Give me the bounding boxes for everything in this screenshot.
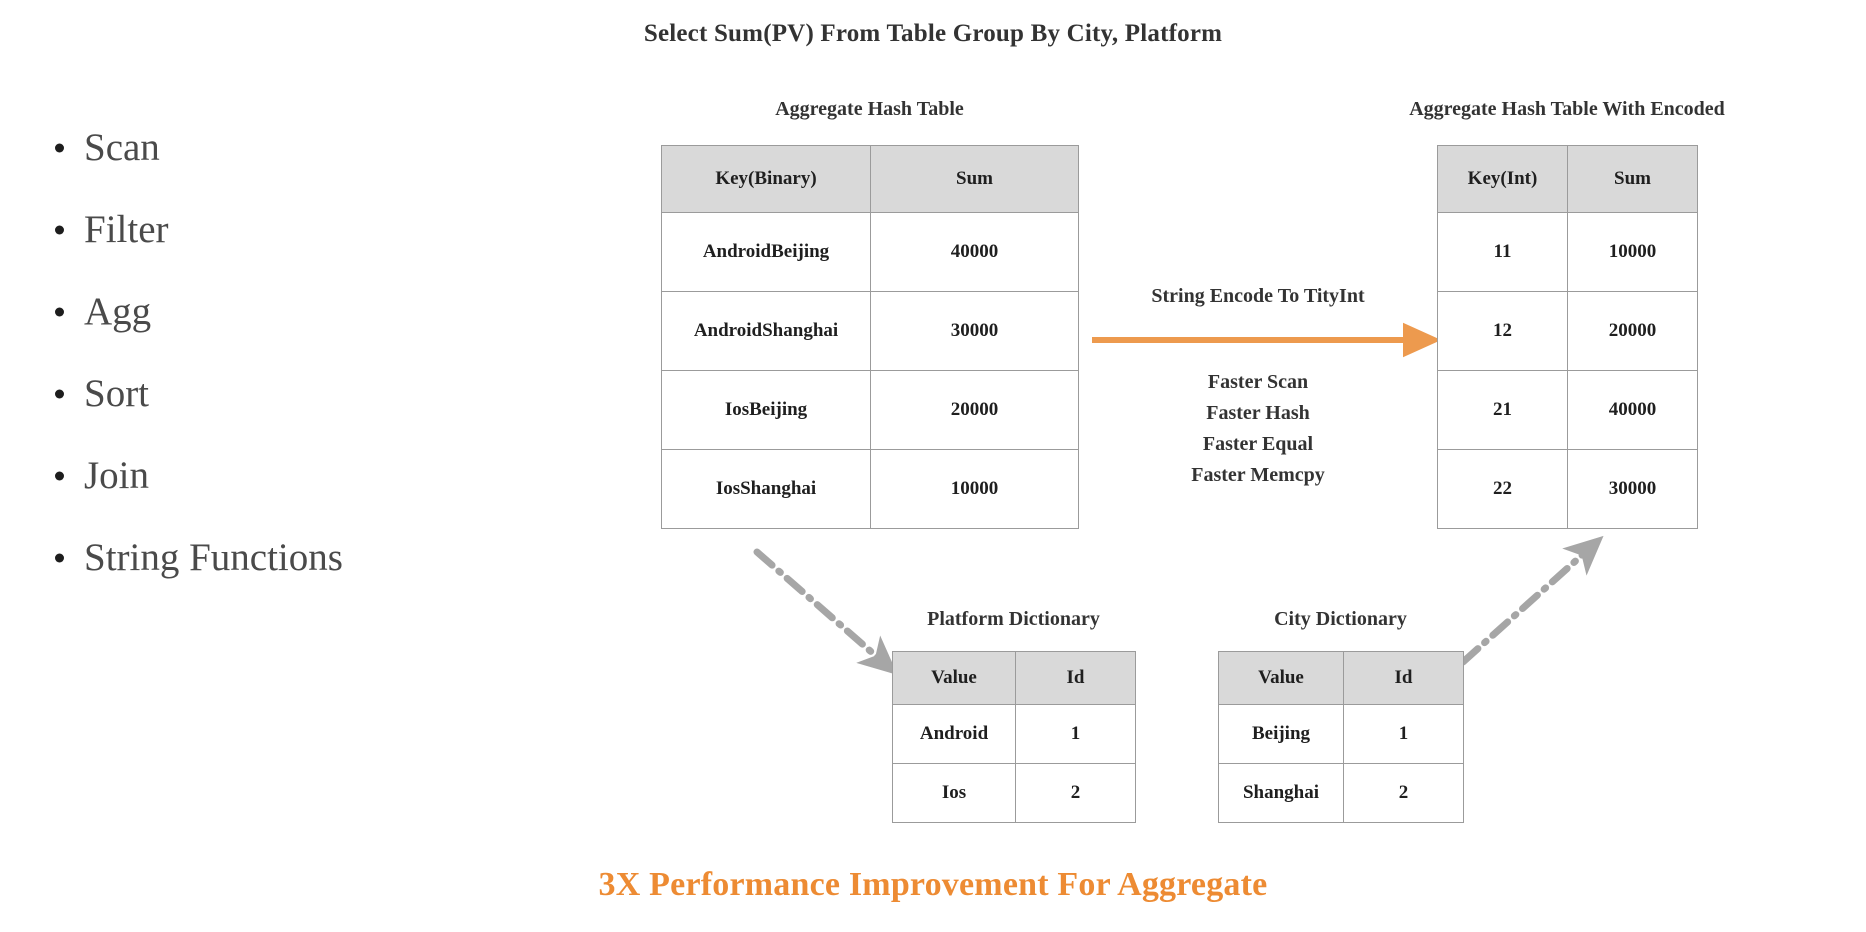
table-header-row: Value Id (892, 651, 1136, 705)
table-row: 22 30000 (1437, 449, 1698, 529)
cell-id: 2 (1015, 763, 1136, 823)
bullet-dot-icon (55, 553, 64, 562)
column-header-value: Value (1218, 651, 1344, 705)
benefits-list: Faster Scan Faster Hash Faster Equal Fas… (1088, 367, 1428, 491)
city-dictionary-caption: City Dictionary (1274, 608, 1407, 630)
cell-value: Shanghai (1218, 763, 1344, 823)
city-dictionary-arrow (1459, 535, 1604, 666)
list-item-label: Join (84, 454, 150, 497)
cell-sum: 20000 (870, 370, 1079, 450)
cell-id: 2 (1343, 763, 1464, 823)
bullet-dot-icon (55, 307, 64, 316)
platform-dictionary-table: Value Id Android 1 Ios 2 (892, 651, 1136, 823)
table-row: 21 40000 (1437, 370, 1698, 450)
table-row: 12 20000 (1437, 291, 1698, 371)
feature-bullet-list: Scan Filter Agg Sort Join String Functio… (52, 128, 482, 620)
list-item: Join (52, 456, 482, 495)
benefit-item: Faster Equal (1202, 433, 1314, 455)
cell-key: 11 (1437, 212, 1568, 292)
table-row: AndroidShanghai 30000 (661, 291, 1079, 371)
bullet-dot-icon (55, 225, 64, 234)
list-item-label: Sort (84, 372, 150, 415)
cell-sum: 10000 (1567, 212, 1698, 292)
slide-title: Select Sum(PV) From Table Group By City,… (643, 20, 1223, 47)
list-item-label: Agg (84, 290, 152, 333)
benefit-item: Faster Memcpy (1191, 464, 1325, 486)
encode-arrow-label: String Encode To TityInt (1151, 285, 1365, 307)
cell-sum: 40000 (1567, 370, 1698, 450)
bullet-dot-icon (55, 143, 64, 152)
column-header-value: Value (892, 651, 1016, 705)
list-item-label: String Functions (84, 536, 343, 579)
table-row: Beijing 1 (1218, 704, 1464, 764)
cell-key: AndroidBeijing (661, 212, 871, 292)
table-header-row: Key(Binary) Sum (661, 145, 1079, 213)
cell-sum: 10000 (870, 449, 1079, 529)
cell-key: 21 (1437, 370, 1568, 450)
benefit-item: Faster Scan (1207, 371, 1309, 393)
table-row: Shanghai 2 (1218, 763, 1464, 823)
cell-sum: 30000 (870, 291, 1079, 371)
column-header-sum: Sum (870, 145, 1079, 213)
aggregate-hash-table-caption: Aggregate Hash Table (775, 98, 964, 120)
platform-dictionary-arrow (753, 548, 898, 675)
aggregate-hash-table: Key(Binary) Sum AndroidBeijing 40000 And… (661, 145, 1079, 529)
column-header-sum: Sum (1567, 145, 1698, 213)
aggregate-hash-encoded-table: Key(Int) Sum 11 10000 12 20000 21 40000 … (1437, 145, 1698, 529)
cell-value: Android (892, 704, 1016, 764)
city-dictionary-table: Value Id Beijing 1 Shanghai 2 (1218, 651, 1464, 823)
table-row: IosShanghai 10000 (661, 449, 1079, 529)
footer-caption: 3X Performance Improvement For Aggregate (598, 866, 1268, 903)
list-item: Filter (52, 210, 482, 249)
table-row: Android 1 (892, 704, 1136, 764)
cell-id: 1 (1015, 704, 1136, 764)
benefit-item: Faster Hash (1206, 402, 1310, 424)
cell-key: 22 (1437, 449, 1568, 529)
table-header-row: Value Id (1218, 651, 1464, 705)
table-row: AndroidBeijing 40000 (661, 212, 1079, 292)
cell-sum: 30000 (1567, 449, 1698, 529)
column-header-id: Id (1015, 651, 1136, 705)
cell-key: IosShanghai (661, 449, 871, 529)
table-row: 11 10000 (1437, 212, 1698, 292)
cell-sum: 40000 (870, 212, 1079, 292)
list-item-label: Scan (84, 126, 160, 169)
table-row: Ios 2 (892, 763, 1136, 823)
cell-sum: 20000 (1567, 291, 1698, 371)
table-row: IosBeijing 20000 (661, 370, 1079, 450)
cell-value: Beijing (1218, 704, 1344, 764)
cell-id: 1 (1343, 704, 1464, 764)
list-item: Scan (52, 128, 482, 167)
cell-key: IosBeijing (661, 370, 871, 450)
list-item-label: Filter (84, 208, 169, 251)
aggregate-hash-encoded-table-caption: Aggregate Hash Table With Encoded (1409, 98, 1725, 120)
cell-key: AndroidShanghai (661, 291, 871, 371)
column-header-id: Id (1343, 651, 1464, 705)
table-header-row: Key(Int) Sum (1437, 145, 1698, 213)
bullet-dot-icon (55, 389, 64, 398)
platform-dictionary-caption: Platform Dictionary (927, 608, 1100, 630)
bullet-dot-icon (55, 471, 64, 480)
list-item: Agg (52, 292, 482, 331)
cell-key: 12 (1437, 291, 1568, 371)
column-header-key-binary: Key(Binary) (661, 145, 871, 213)
column-header-key-int: Key(Int) (1437, 145, 1568, 213)
cell-value: Ios (892, 763, 1016, 823)
list-item: Sort (52, 374, 482, 413)
list-item: String Functions (52, 538, 482, 577)
